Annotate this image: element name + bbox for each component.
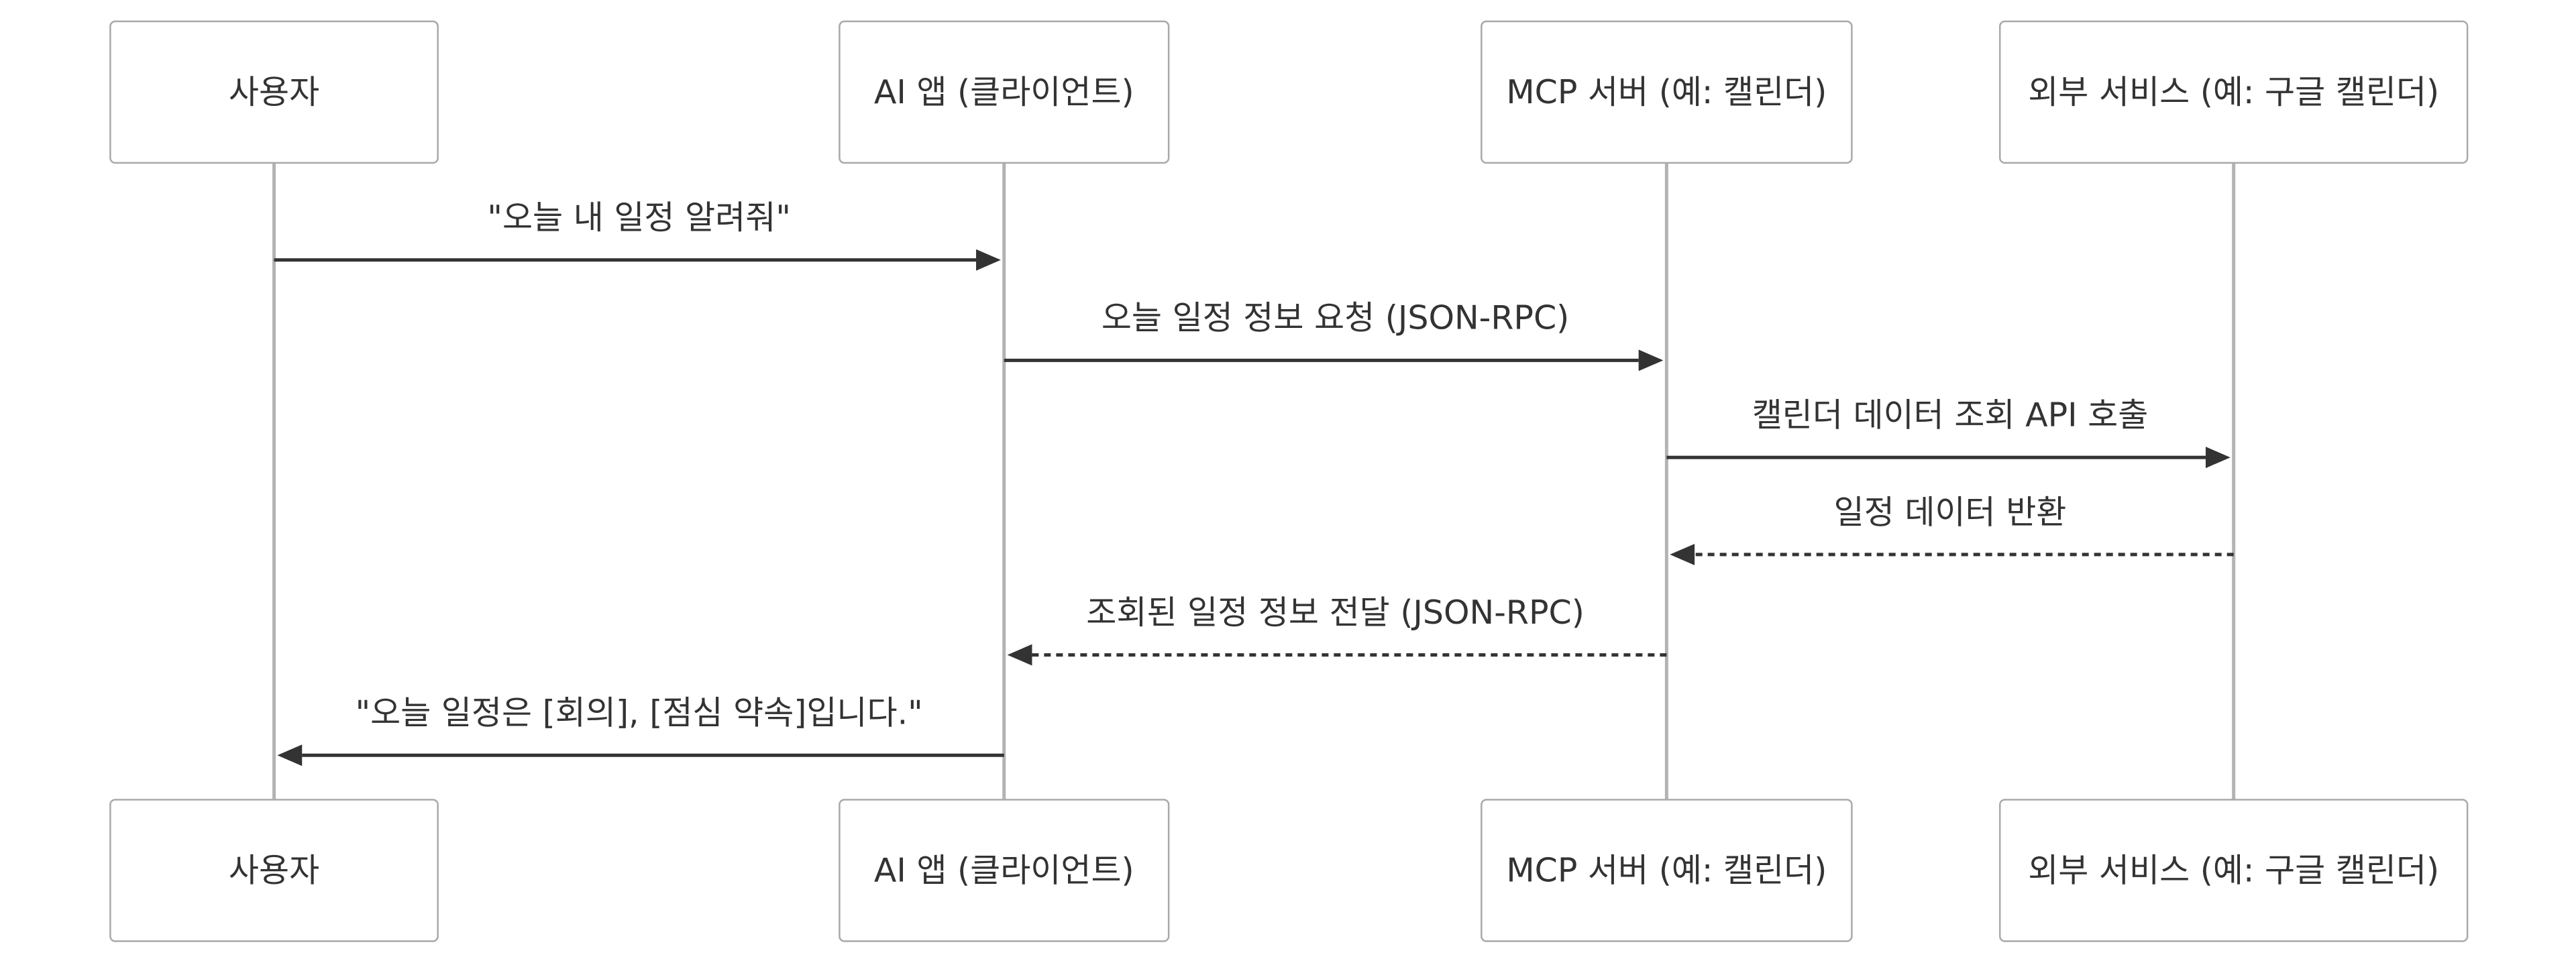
participant-box [1998, 799, 2469, 942]
message-2: 오늘 일정 정보 요청 (JSON-RPC) [1004, 299, 1664, 372]
participant-label: AI 앱 (클라이언트) [874, 73, 1134, 111]
participant-box [1481, 799, 1853, 942]
arrowhead-icon [1670, 543, 1695, 565]
participant-box [109, 799, 439, 942]
participant-label: AI 앱 (클라이언트) [874, 852, 1134, 890]
arrowhead-icon [1638, 349, 1664, 372]
participant-user-bottom: 사용자 [109, 799, 439, 942]
participant-server-bottom: MCP 서버 (예: 캘린더) [1481, 799, 1853, 942]
message-label: 일정 데이터 반환 [1834, 493, 2067, 531]
arrowhead-icon [2205, 447, 2231, 469]
participant-label: MCP 서버 (예: 캘린더) [1506, 73, 1827, 111]
participant-label: 외부 서비스 (예: 구글 캘린더) [2028, 73, 2439, 111]
message-4: 일정 데이터 반환 [1670, 493, 2234, 565]
messages: "오늘 내 일정 알려줘" 오늘 일정 정보 요청 (JSON-RPC) 캘린더 데… [274, 198, 2234, 767]
participant-label: MCP 서버 (예: 캘린더) [1506, 852, 1827, 890]
message-label: "오늘 내 일정 알려줘" [487, 198, 790, 237]
message-6: "오늘 일정은 [회의], [점심 약속]입니다." [277, 694, 1004, 767]
participant-box [109, 20, 439, 164]
message-5: 조회된 일정 정보 전달 (JSON-RPC) [1007, 593, 1667, 666]
message-label: "오늘 일정은 [회의], [점심 약속]입니다." [356, 694, 923, 732]
message-3: 캘린더 데이터 조회 API 호출 [1666, 396, 2231, 469]
arrowhead-icon [976, 249, 1001, 271]
message-label: 오늘 일정 정보 요청 (JSON-RPC) [1102, 299, 1569, 337]
lifelines [272, 162, 2236, 800]
arrowhead-icon [277, 744, 303, 767]
arrowhead-icon [1007, 644, 1032, 666]
participant-label: 외부 서비스 (예: 구글 캘린더) [2028, 852, 2439, 890]
participant-user-top: 사용자 [109, 20, 439, 164]
participant-box [1481, 20, 1853, 164]
participant-external-top: 외부 서비스 (예: 구글 캘린더) [1998, 20, 2469, 164]
participant-box [839, 20, 1170, 164]
participant-box [839, 799, 1170, 942]
participant-box [1998, 20, 2469, 164]
message-label: 캘린더 데이터 조회 API 호출 [1752, 396, 2149, 435]
participant-server-top: MCP 서버 (예: 캘린더) [1481, 20, 1853, 164]
participant-label: 사용자 [229, 73, 319, 111]
message-1: "오늘 내 일정 알려줘" [274, 198, 1001, 271]
participant-client-bottom: AI 앱 (클라이언트) [839, 799, 1170, 942]
participant-external-bottom: 외부 서비스 (예: 구글 캘린더) [1998, 799, 2469, 942]
message-label: 조회된 일정 정보 전달 (JSON-RPC) [1086, 593, 1585, 632]
participants-bottom: 사용자 AI 앱 (클라이언트) MCP 서버 (예: 캘린더) 외부 서비스 (예:… [109, 799, 2469, 942]
participant-client-top: AI 앱 (클라이언트) [839, 20, 1170, 164]
participants-top: 사용자 AI 앱 (클라이언트) MCP 서버 (예: 캘린더) 외부 서비스 (예:… [109, 20, 2469, 164]
participant-label: 사용자 [229, 852, 319, 890]
